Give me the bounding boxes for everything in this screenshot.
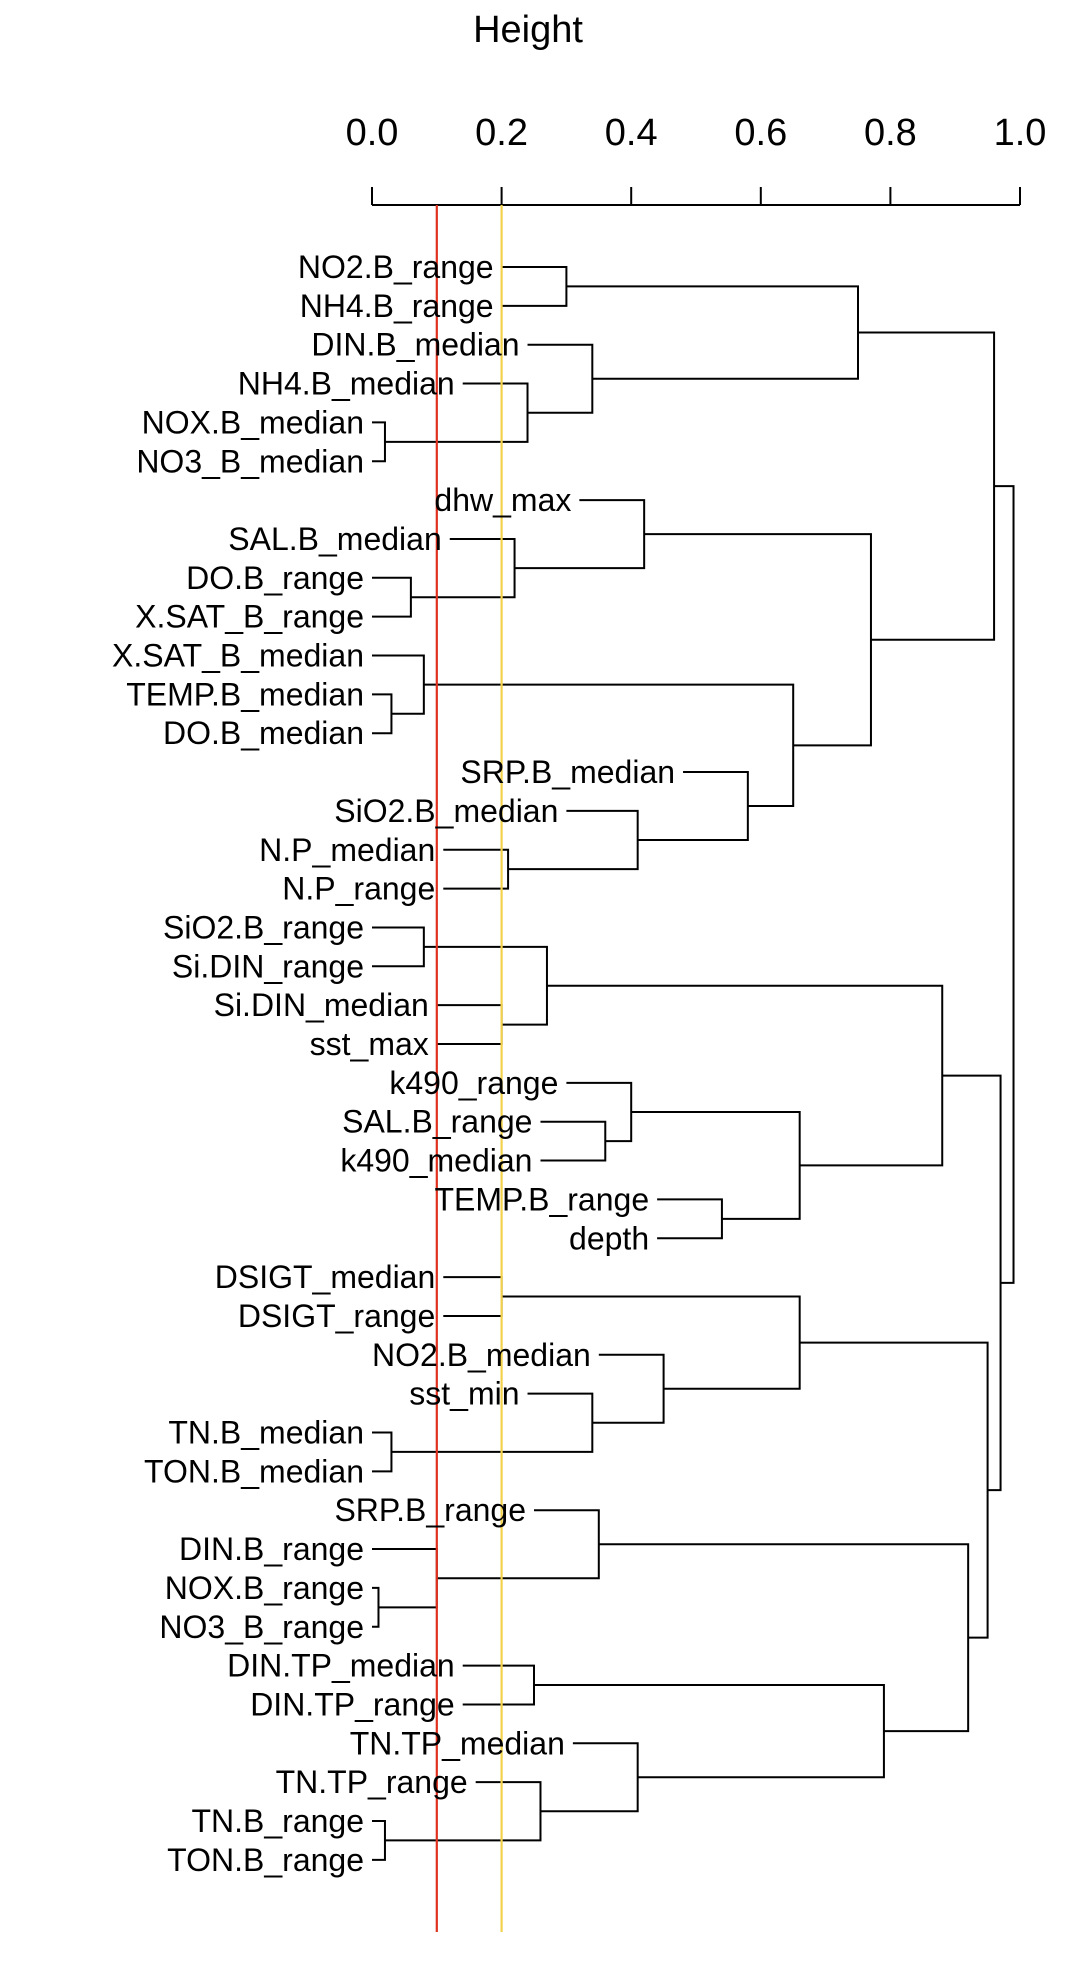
leaf-label: Si.DIN_range: [172, 948, 364, 984]
dendrogram-link: [501, 266, 568, 307]
leaf-label: TN.TP_range: [276, 1764, 468, 1800]
leaf-label: k490_range: [389, 1065, 558, 1101]
leaf-label: DIN.TP_range: [250, 1686, 455, 1722]
dendrogram-link: [534, 1684, 885, 1779]
leaf-label: DIN.B_median: [311, 327, 519, 363]
dendrogram-link: [436, 1004, 503, 1045]
leaf-label: X.SAT_B_range: [135, 599, 364, 635]
leaf-label: DO.B_median: [163, 715, 364, 751]
threshold-lines: [435, 205, 503, 1932]
leaf-label: SRP.B_range: [334, 1492, 526, 1528]
leaf-label: DSIGT_median: [215, 1259, 436, 1295]
axis-title: Height: [473, 9, 583, 51]
leaf-label: DIN.TP_median: [227, 1648, 455, 1684]
dendrogram-link: [644, 533, 872, 747]
leaf-label: TON.B_range: [167, 1842, 364, 1878]
dendrogram-link: [566, 285, 859, 380]
leaf-label: SiO2.B_median: [334, 793, 558, 829]
leaf-label: DSIGT_range: [238, 1298, 435, 1334]
dendrogram-links: [372, 266, 1015, 1861]
leaf-label: sst_max: [310, 1026, 429, 1062]
dendrogram-link: [423, 945, 548, 1026]
leaf-label: depth: [569, 1220, 649, 1256]
leaf-label: NOX.B_median: [142, 404, 364, 440]
height-axis: 0.0 0.2 0.4 0.6 0.8 1.0: [346, 112, 1047, 206]
leaf-label: Si.DIN_median: [214, 987, 429, 1023]
dendrogram-link: [443, 848, 510, 890]
leaf-label: TEMP.B_median: [126, 676, 364, 712]
dendrogram-link: [372, 1548, 438, 1609]
dendrogram-link: [372, 654, 425, 715]
dendrogram-link: [858, 331, 996, 641]
dendrogram-link: [527, 343, 594, 414]
leaf-label: NOX.B_range: [165, 1570, 364, 1606]
dendrogram-link: [994, 485, 1015, 1284]
dendrogram-link: [372, 926, 425, 968]
leaf-label: DIN.B_range: [179, 1531, 364, 1567]
dendrogram-link: [443, 1276, 503, 1317]
dendrogram-link: [462, 1664, 535, 1706]
leaf-label: NO2.B_range: [298, 249, 494, 285]
leaf-label: N.P_range: [282, 871, 435, 907]
leaf-label: TN.TP_median: [350, 1725, 565, 1761]
tick-label: 0.0: [346, 112, 399, 154]
leaf-label: k490_median: [340, 1143, 532, 1179]
tick-label: 0.6: [734, 112, 787, 154]
dendrogram-link: [372, 1586, 380, 1628]
tick-label: 1.0: [994, 112, 1047, 154]
leaf-label: TEMP.B_range: [434, 1181, 649, 1217]
leaf-label: SAL.B_median: [228, 521, 441, 557]
dendrogram-link: [566, 1081, 633, 1143]
dendrogram-link: [540, 1120, 607, 1162]
leaf-label: DO.B_range: [186, 560, 364, 596]
leaf-label: NH4.B_range: [300, 288, 494, 324]
leaf-label: X.SAT_B_median: [112, 638, 364, 674]
dendrogram-link: [942, 1074, 1002, 1492]
tick-label: 0.8: [864, 112, 917, 154]
leaf-label: dhw_max: [434, 482, 571, 518]
leaf-label: NO3_B_median: [136, 443, 364, 479]
leaf-label: SiO2.B_range: [163, 909, 364, 945]
leaf-label: NO3_B_range: [159, 1609, 364, 1645]
leaf-label: TN.B_median: [168, 1415, 364, 1451]
dendrogram-link: [592, 1353, 665, 1424]
dendrogram-link: [372, 693, 393, 735]
tick-label: 0.2: [475, 112, 528, 154]
leaf-label: TN.B_range: [191, 1803, 364, 1839]
tick-label: 0.4: [605, 112, 658, 154]
leaf-label: SAL.B_range: [342, 1104, 532, 1140]
dendrogram-link: [598, 1543, 970, 1733]
dendrogram-link: [372, 1431, 393, 1473]
dendrogram-link: [372, 421, 386, 463]
leaf-label: sst_min: [409, 1376, 519, 1412]
dendrogram-link: [372, 576, 412, 618]
dendrogram-link: [657, 1198, 723, 1240]
leaf-labels: NO2.B_rangeNH4.B_rangeDIN.B_medianNH4.B_…: [112, 249, 675, 1878]
leaf-label: NH4.B_median: [238, 366, 455, 402]
leaf-label: TON.B_median: [144, 1453, 364, 1489]
leaf-label: NO2.B_median: [372, 1337, 591, 1373]
dendrogram-link: [372, 1820, 386, 1861]
dendrogram-link: [631, 1110, 801, 1220]
leaf-label: N.P_median: [259, 832, 435, 868]
leaf-label: SRP.B_median: [460, 754, 675, 790]
dendrogram-link: [799, 1341, 989, 1639]
